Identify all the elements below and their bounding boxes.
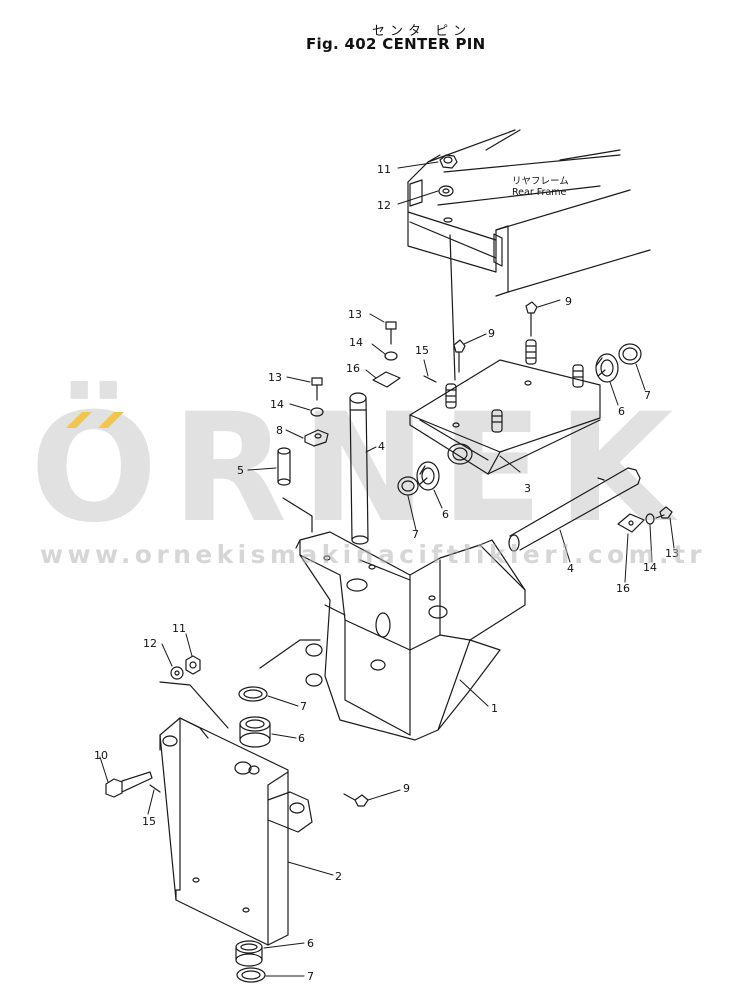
pin-15-lower bbox=[149, 784, 161, 793]
cover-plate-part-2 bbox=[159, 717, 289, 946]
callout-labels: 11 12 9 9 13 14 15 16 13 14 8 4 5 6 7 3 … bbox=[94, 163, 679, 983]
callout-9: 9 bbox=[565, 295, 572, 308]
callout-7: 7 bbox=[300, 700, 307, 713]
bolt-9-a bbox=[453, 339, 466, 373]
callout-9: 9 bbox=[488, 327, 495, 340]
nut-11-lower bbox=[185, 655, 201, 675]
pin-15-upper bbox=[423, 375, 437, 383]
callout-13: 13 bbox=[665, 547, 679, 560]
bolt-9-lower bbox=[343, 793, 369, 807]
seal-7-bottom bbox=[236, 967, 266, 983]
callout-1: 1 bbox=[491, 702, 498, 715]
guide-line-12 bbox=[159, 681, 229, 729]
callout-14: 14 bbox=[270, 398, 284, 411]
washer-12-top bbox=[438, 185, 454, 197]
callout-10: 10 bbox=[94, 749, 108, 762]
guide-line-5 bbox=[282, 497, 313, 533]
callout-14: 14 bbox=[349, 336, 363, 349]
callout-5: 5 bbox=[237, 464, 244, 477]
callout-8: 8 bbox=[276, 424, 283, 437]
bolt-13-upper bbox=[385, 321, 397, 345]
callout-13: 13 bbox=[268, 371, 282, 384]
callout-15: 15 bbox=[142, 815, 156, 828]
dowel-c bbox=[491, 409, 503, 433]
callout-14: 14 bbox=[643, 561, 657, 574]
plate-16-right bbox=[617, 513, 645, 533]
bearing-6-middle bbox=[416, 461, 440, 491]
rear-frame-label-en: Rear Frame bbox=[512, 187, 567, 198]
rear-frame-label-jp: リヤフレーム bbox=[512, 176, 569, 187]
pin-4-right bbox=[508, 467, 641, 552]
callout-2: 2 bbox=[335, 870, 342, 883]
callout-6: 6 bbox=[298, 732, 305, 745]
callout-11: 11 bbox=[172, 622, 186, 635]
figure-title: Fig. 402 CENTER PIN bbox=[306, 35, 486, 53]
bolt-13-left bbox=[311, 377, 323, 401]
callout-11: 11 bbox=[377, 163, 391, 176]
callout-4: 4 bbox=[567, 562, 574, 575]
bearing-6-right bbox=[595, 353, 619, 383]
figure-title-japanese: センタ ピン bbox=[372, 24, 472, 39]
dowel-d bbox=[572, 364, 584, 388]
callout-7: 7 bbox=[307, 970, 314, 983]
dowel-b bbox=[525, 339, 537, 365]
pin-4-center bbox=[349, 392, 369, 545]
callout-15: 15 bbox=[415, 344, 429, 357]
washer-12-lower bbox=[170, 666, 184, 680]
callout-6: 6 bbox=[442, 508, 449, 521]
nut-11-top bbox=[439, 154, 458, 169]
callout-13: 13 bbox=[348, 308, 362, 321]
watermark-accent-right bbox=[98, 412, 124, 428]
bearing-6-lower bbox=[239, 716, 271, 748]
seal-7-middle bbox=[397, 476, 419, 496]
bolt-13-right bbox=[655, 506, 673, 519]
washer-14-upper bbox=[384, 351, 398, 361]
bearing-6-bottom bbox=[235, 940, 263, 967]
callout-7: 7 bbox=[644, 389, 651, 402]
watermark-logo: ÖRNEK bbox=[30, 380, 687, 556]
rear-frame-label: リヤフレーム Rear Frame bbox=[512, 176, 569, 198]
callout-12: 12 bbox=[143, 637, 157, 650]
bolt-10 bbox=[105, 771, 153, 798]
callout-9: 9 bbox=[403, 782, 410, 795]
dowel-a bbox=[445, 383, 457, 409]
callout-16: 16 bbox=[346, 362, 360, 375]
watermark-logo-text: ÖRNEK bbox=[30, 380, 687, 556]
leader-lines bbox=[99, 161, 675, 977]
washer-14-right bbox=[645, 513, 655, 525]
bolt-9-b bbox=[525, 301, 538, 337]
callout-3: 3 bbox=[524, 482, 531, 495]
washer-14-left bbox=[310, 407, 324, 417]
callout-6: 6 bbox=[618, 405, 625, 418]
seal-7-right bbox=[618, 343, 642, 365]
watermark-url: www.ornekismakinaciftlikleri.com.tr bbox=[40, 540, 707, 569]
main-frame-part-1 bbox=[259, 531, 526, 741]
callout-12: 12 bbox=[377, 199, 391, 212]
rear-frame-part bbox=[407, 129, 651, 297]
lug-part-2 bbox=[267, 791, 313, 833]
callout-6: 6 bbox=[307, 937, 314, 950]
bracket-8 bbox=[304, 429, 329, 447]
pin-5 bbox=[277, 447, 291, 486]
seal-7-lower bbox=[238, 686, 268, 702]
callout-7: 7 bbox=[412, 528, 419, 541]
plate-16-upper bbox=[372, 371, 401, 388]
watermark-accent-left bbox=[66, 412, 92, 428]
callout-4: 4 bbox=[378, 440, 385, 453]
center-line-top bbox=[449, 234, 456, 381]
callout-16: 16 bbox=[616, 582, 630, 595]
cap-block-part-3 bbox=[409, 359, 601, 475]
